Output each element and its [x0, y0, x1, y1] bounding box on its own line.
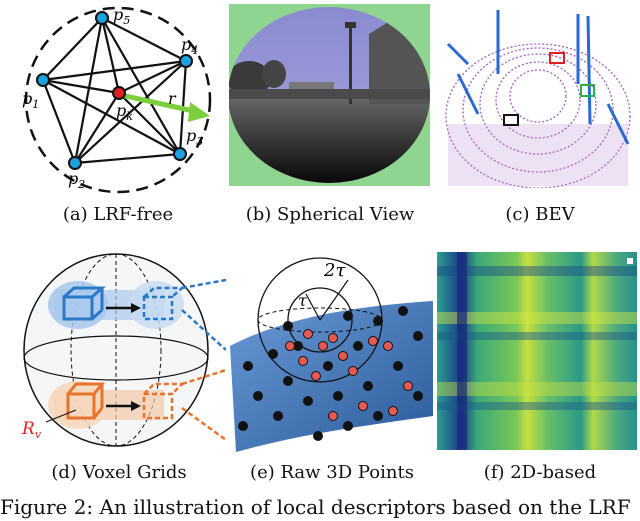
radius-arrow [120, 92, 199, 115]
label-p5: p5 [113, 5, 130, 27]
panel-bev [438, 4, 638, 189]
node-p3 [173, 147, 187, 161]
caption-e: (e) Raw 3D Points [250, 462, 414, 483]
lrf-free-graph: p5 p1 p4 p2 p3 pk r [22, 5, 212, 194]
label-p1: p1 [22, 89, 39, 111]
red-points [285, 329, 413, 421]
label-two-tau: 2τ [323, 260, 346, 281]
label-p4: p4 [181, 35, 198, 57]
label-pk: pk [116, 101, 133, 123]
bev-black-box [503, 114, 519, 126]
voxel-sphere: Rv [21, 253, 227, 447]
label-p3: p3 [186, 126, 203, 148]
panel-2d-based [437, 252, 637, 450]
panel-lrf-free: p5 p1 p4 p2 p3 pk r [18, 4, 218, 200]
black-points [238, 306, 423, 441]
caption-f: (f) 2D-based [483, 462, 597, 483]
bev-red-box [549, 52, 565, 64]
spherical-view-image [228, 4, 430, 186]
node-p2 [68, 156, 82, 170]
bev-green-box [580, 84, 595, 97]
caption-d: (d) Voxel Grids [51, 462, 187, 483]
node-p4 [179, 54, 193, 68]
figure-caption: Figure 2: An illustration of local descr… [0, 495, 631, 519]
caption-c: (c) BEV [505, 204, 575, 225]
panel-spherical-view [228, 4, 430, 186]
label-p2: p2 [68, 169, 85, 191]
2d-heatmap [437, 252, 637, 450]
bev-pointcloud [438, 4, 638, 189]
label-r: r [168, 89, 177, 108]
node-pk [112, 86, 126, 100]
radius-arrowhead-icon [188, 102, 210, 122]
caption-b: (b) Spherical View [245, 204, 415, 225]
panel-voxel-grids: Rv [16, 250, 227, 450]
panel-raw-3d-points: 2τ τ [228, 246, 436, 452]
caption-a: (a) LRF-free [62, 204, 174, 225]
raw-points-surface: 2τ τ [230, 257, 433, 452]
node-p5 [95, 11, 109, 25]
label-rv: Rv [21, 419, 42, 441]
node-p1 [36, 73, 50, 87]
label-tau: τ [298, 291, 308, 310]
